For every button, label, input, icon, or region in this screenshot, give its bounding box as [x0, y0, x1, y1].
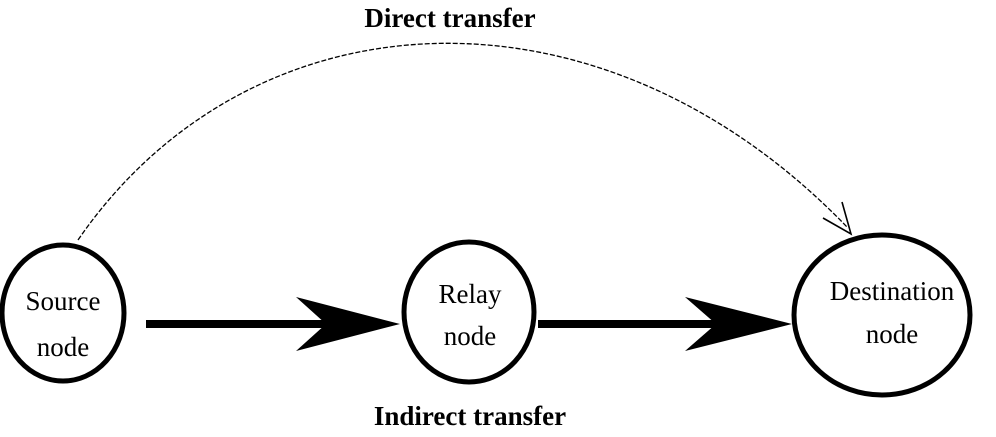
destination-node-label-line2: node: [866, 319, 919, 349]
source-to-relay-arrow: [146, 297, 400, 351]
relay-node: Relay node: [401, 239, 537, 385]
relay-node-label-line2: node: [444, 321, 497, 351]
indirect-transfer-label: Indirect transfer: [374, 401, 566, 431]
relay-to-destination-arrowhead: [685, 297, 792, 351]
direct-transfer-label: Direct transfer: [364, 3, 535, 33]
direct-transfer-arrowhead: [822, 201, 853, 236]
destination-node-label-line1: Destination: [830, 276, 955, 306]
relay-to-destination-arrow: [538, 297, 792, 351]
source-node-label-line2: node: [37, 332, 90, 362]
relay-node-label-line1: Relay: [439, 279, 502, 309]
destination-node: Destination node: [791, 232, 973, 398]
source-node: Source node: [0, 242, 127, 384]
direct-transfer-arc: [77, 42, 849, 241]
source-node-label-line1: Source: [26, 286, 101, 316]
source-to-relay-arrowhead: [296, 297, 400, 351]
